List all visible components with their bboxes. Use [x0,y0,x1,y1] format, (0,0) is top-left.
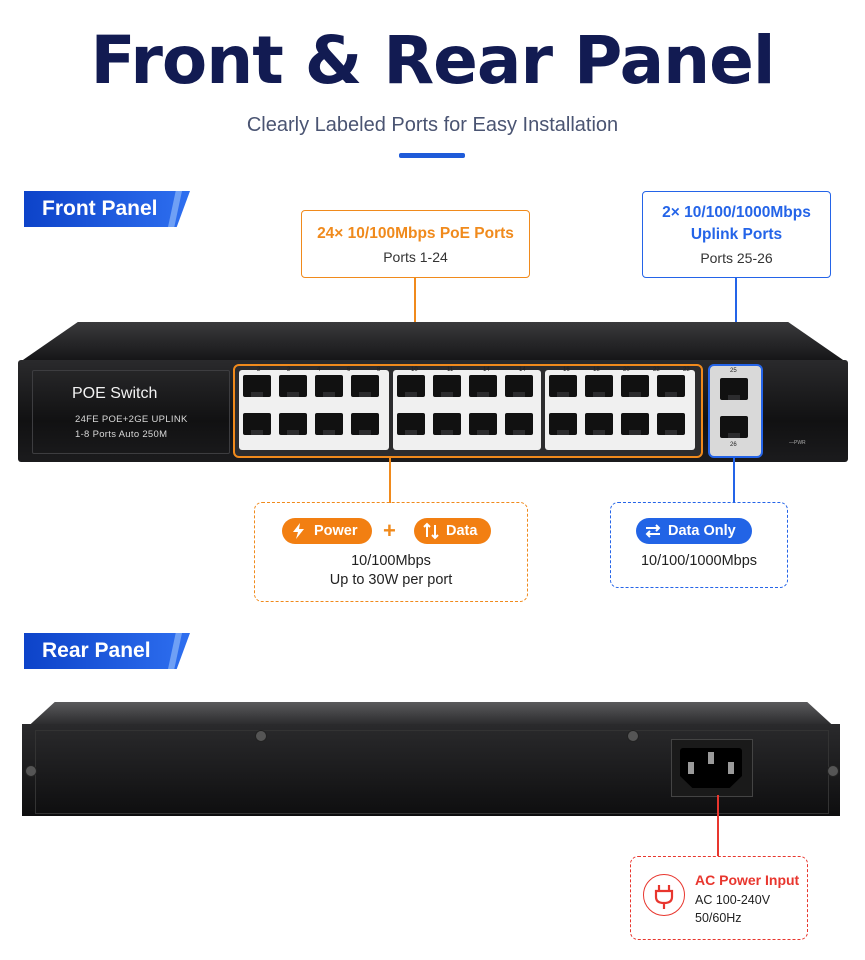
rear-panel-tag: Rear Panel [24,633,190,669]
pwr-text: PWR [794,440,806,446]
uplink-ports-callout: 2× 10/100/1000Mbps Uplink Ports Ports 25… [642,191,831,278]
page-title: Front & Rear Panel [90,22,776,99]
poe-wattage: Up to 30W per port [329,572,453,588]
uplink-num-25: 25 [730,368,737,374]
poe-port [549,413,577,435]
poe-port [433,413,461,435]
front-panel-tag: Front Panel [24,191,190,227]
uplink-port-26 [720,416,748,438]
poe-port [549,375,577,397]
poe-port [469,413,497,435]
port-number: 18 [593,367,600,373]
pwr-indicator-label: —PWR [789,440,806,446]
ac-title: AC Power Input [695,872,800,888]
rear-screw [827,765,839,777]
uplink-heading-line1: 2× 10/100/1000Mbps [662,204,811,221]
port-number: 2 [287,367,291,373]
rear-panel-tag-label: Rear Panel [42,639,151,662]
power-pill: Power [282,518,372,544]
data-only-label: Data Only [668,523,736,539]
poe-port [657,413,685,435]
ac-frequency: 50/60Hz [695,911,742,925]
port-number: 22 [683,367,690,373]
poe-port [315,375,343,397]
page-subtitle: Clearly Labeled Ports for Easy Installat… [246,114,619,136]
lightning-icon [293,523,304,539]
poe-port [505,375,533,397]
title-underline [399,153,465,158]
front-panel-tag-label: Front Panel [42,197,158,220]
port-number: 8 [377,367,381,373]
poe-port [585,375,613,397]
data-label: Data [446,523,478,539]
poe-port [279,413,307,435]
poe-port [397,413,425,435]
ac-connector-line [717,795,719,857]
ac-socket [680,748,742,788]
uplink-info-box [610,502,788,588]
switch-spec-line1: 24FE POE+2GE UPLINK [75,414,188,425]
poe-port [585,413,613,435]
ac-pin [688,762,694,774]
poe-port [657,375,685,397]
poe-info-connector [389,456,391,503]
uplink-port-block: 25 26 [708,364,763,458]
poe-port [315,413,343,435]
poe-port [433,375,461,397]
poe-ports-heading: 24× 10/100Mbps PoE Ports [317,225,514,242]
power-label: Power [314,523,358,539]
poe-port [505,413,533,435]
poe-port [243,413,271,435]
uplink-num-26: 26 [730,442,737,448]
plug-icon-circle [643,874,685,916]
uplink-connector-line [735,277,737,361]
port-number: 20 [623,367,630,373]
updown-arrows-icon [423,522,439,540]
port-number: 2 [257,367,261,373]
poe-info-box [254,502,528,602]
port-number: 14 [519,367,526,373]
plug-icon [654,885,674,909]
poe-port [621,413,649,435]
switch-model: POE Switch [72,385,158,402]
switch-spec-line2: 1-8 Ports Auto 250M [75,429,168,440]
poe-ports-callout: 24× 10/100Mbps PoE Ports Ports 1-24 [301,210,530,278]
poe-port [469,375,497,397]
poe-port [351,375,379,397]
rear-screw [627,730,639,742]
data-only-pill: Data Only [636,518,752,544]
ac-pin [708,752,714,764]
uplink-speed: 10/100/1000Mbps [640,553,758,569]
port-number: 16 [563,367,570,373]
uplink-ports-range: Ports 25-26 [700,250,773,266]
poe-port [397,375,425,397]
rear-screw [255,730,267,742]
data-pill: Data [414,518,492,544]
uplink-info-connector [733,456,735,503]
port-number: 14 [483,367,490,373]
swap-arrows-icon [645,524,661,538]
port-number: 11 [447,367,454,373]
uplink-port-25 [720,378,748,400]
port-number: 4 [317,367,321,373]
poe-port [351,413,379,435]
poe-connector-line [414,277,416,361]
poe-port [279,375,307,397]
ac-pin [728,762,734,774]
port-number: 22 [653,367,660,373]
uplink-heading-line2: Uplink Ports [690,226,783,243]
ac-voltage: AC 100-240V [695,893,771,907]
port-number: 6 [347,367,351,373]
switch-label-box [32,370,230,454]
poe-ports-range: Ports 1-24 [383,249,448,265]
switch-top-surface [20,322,846,362]
poe-port [243,375,271,397]
plus-sign: + [383,518,396,543]
poe-speed: 10/100Mbps [351,553,431,569]
port-number: 10 [411,367,418,373]
rear-screw [25,765,37,777]
poe-port [621,375,649,397]
